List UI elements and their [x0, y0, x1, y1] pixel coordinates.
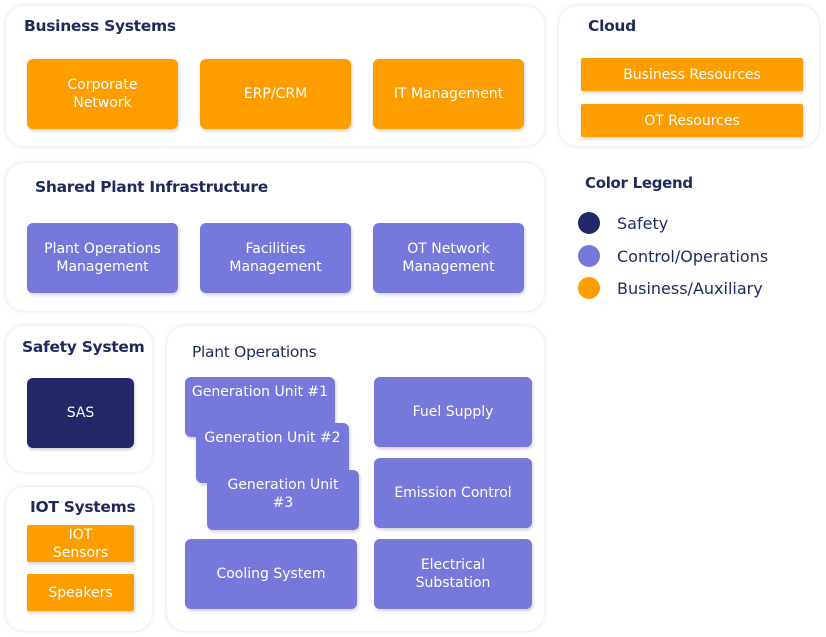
business-systems-title: Business Systems — [24, 17, 176, 35]
iot-systems-title: IOT Systems — [30, 498, 136, 516]
legend-label-business: Business/Auxiliary — [617, 278, 763, 298]
shared-plant-infrastructure-title: Shared Plant Infrastructure — [35, 178, 268, 196]
legend-label-safety: Safety — [617, 213, 669, 233]
cloud-title: Cloud — [588, 17, 636, 35]
safety-system-title: Safety System — [22, 338, 145, 356]
legend-dot-safety — [578, 212, 600, 234]
legend-item-business: Business/Auxiliary — [578, 277, 763, 299]
business-resources-box: Business Resources — [581, 58, 803, 91]
legend-dot-business — [578, 277, 600, 299]
sas-box: SAS — [27, 378, 134, 448]
erp-crm-box: ERP/CRM — [200, 59, 351, 129]
color-legend-title: Color Legend — [585, 174, 693, 192]
plant-operations-title: Plant Operations — [192, 343, 317, 361]
it-management-box: IT Management — [373, 59, 524, 129]
ot-network-management-box: OT Network Management — [373, 223, 524, 293]
fuel-supply-box: Fuel Supply — [374, 377, 532, 447]
ot-resources-box: OT Resources — [581, 104, 803, 137]
corporate-network-box: Corporate Network — [27, 59, 178, 129]
plant-operations-management-box: Plant Operations Management — [27, 223, 178, 293]
speakers-box: Speakers — [27, 574, 134, 611]
legend-label-control: Control/Operations — [617, 246, 769, 266]
legend-dot-control — [578, 245, 600, 267]
legend-item-safety: Safety — [578, 212, 668, 234]
generation-unit-3-box: Generation Unit #3 — [207, 470, 359, 530]
iot-sensors-box: IOT Sensors — [27, 525, 134, 562]
facilities-management-box: Facilities Management — [200, 223, 351, 293]
legend-item-control: Control/Operations — [578, 245, 768, 267]
emission-control-box: Emission Control — [374, 458, 532, 528]
cooling-system-box: Cooling System — [185, 539, 357, 609]
electrical-substation-box: Electrical Substation — [374, 539, 532, 609]
